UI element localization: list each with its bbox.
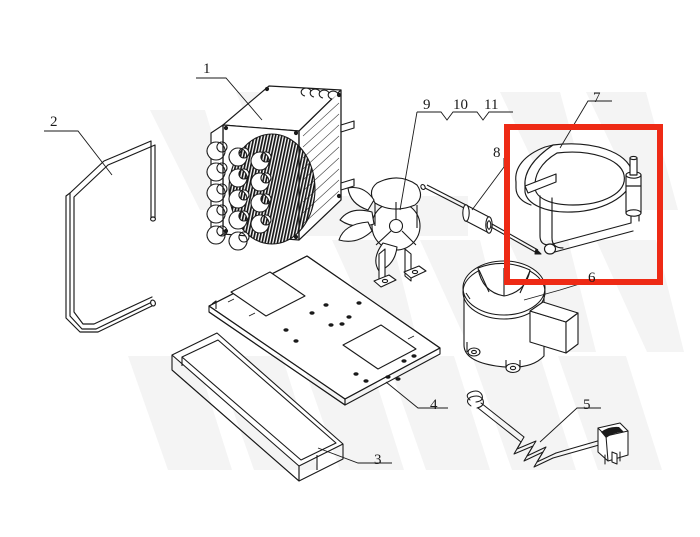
- part-filter-drier[interactable]: [420, 183, 542, 255]
- callout-label-11[interactable]: 11: [484, 97, 499, 113]
- callout-label-3[interactable]: 3: [374, 452, 382, 468]
- part-fan-motor-assembly[interactable]: [338, 177, 427, 288]
- part-drain-tray[interactable]: [171, 332, 344, 482]
- callout-label-7[interactable]: 7: [593, 90, 601, 106]
- callout-label-4[interactable]: 4: [430, 397, 438, 413]
- part-condenser-coil-assembly[interactable]: [206, 85, 375, 251]
- part-discharge-loop-tube[interactable]: [515, 143, 642, 255]
- part-base-plate[interactable]: [208, 255, 441, 406]
- selected-part-highlight[interactable]: [504, 124, 663, 285]
- part-compressor[interactable]: [462, 260, 579, 374]
- callout-label-8[interactable]: 8: [493, 145, 501, 161]
- callout-label-1[interactable]: 1: [203, 61, 211, 77]
- callout-label-5[interactable]: 5: [583, 397, 591, 413]
- callout-label-9[interactable]: 9: [423, 97, 431, 113]
- part-bent-copper-tube[interactable]: [65, 140, 156, 333]
- callout-label-2[interactable]: 2: [50, 114, 58, 130]
- callout-label-10[interactable]: 10: [453, 97, 468, 113]
- part-capillary-tube-assembly[interactable]: [466, 390, 629, 468]
- callout-label-6[interactable]: 6: [588, 270, 596, 286]
